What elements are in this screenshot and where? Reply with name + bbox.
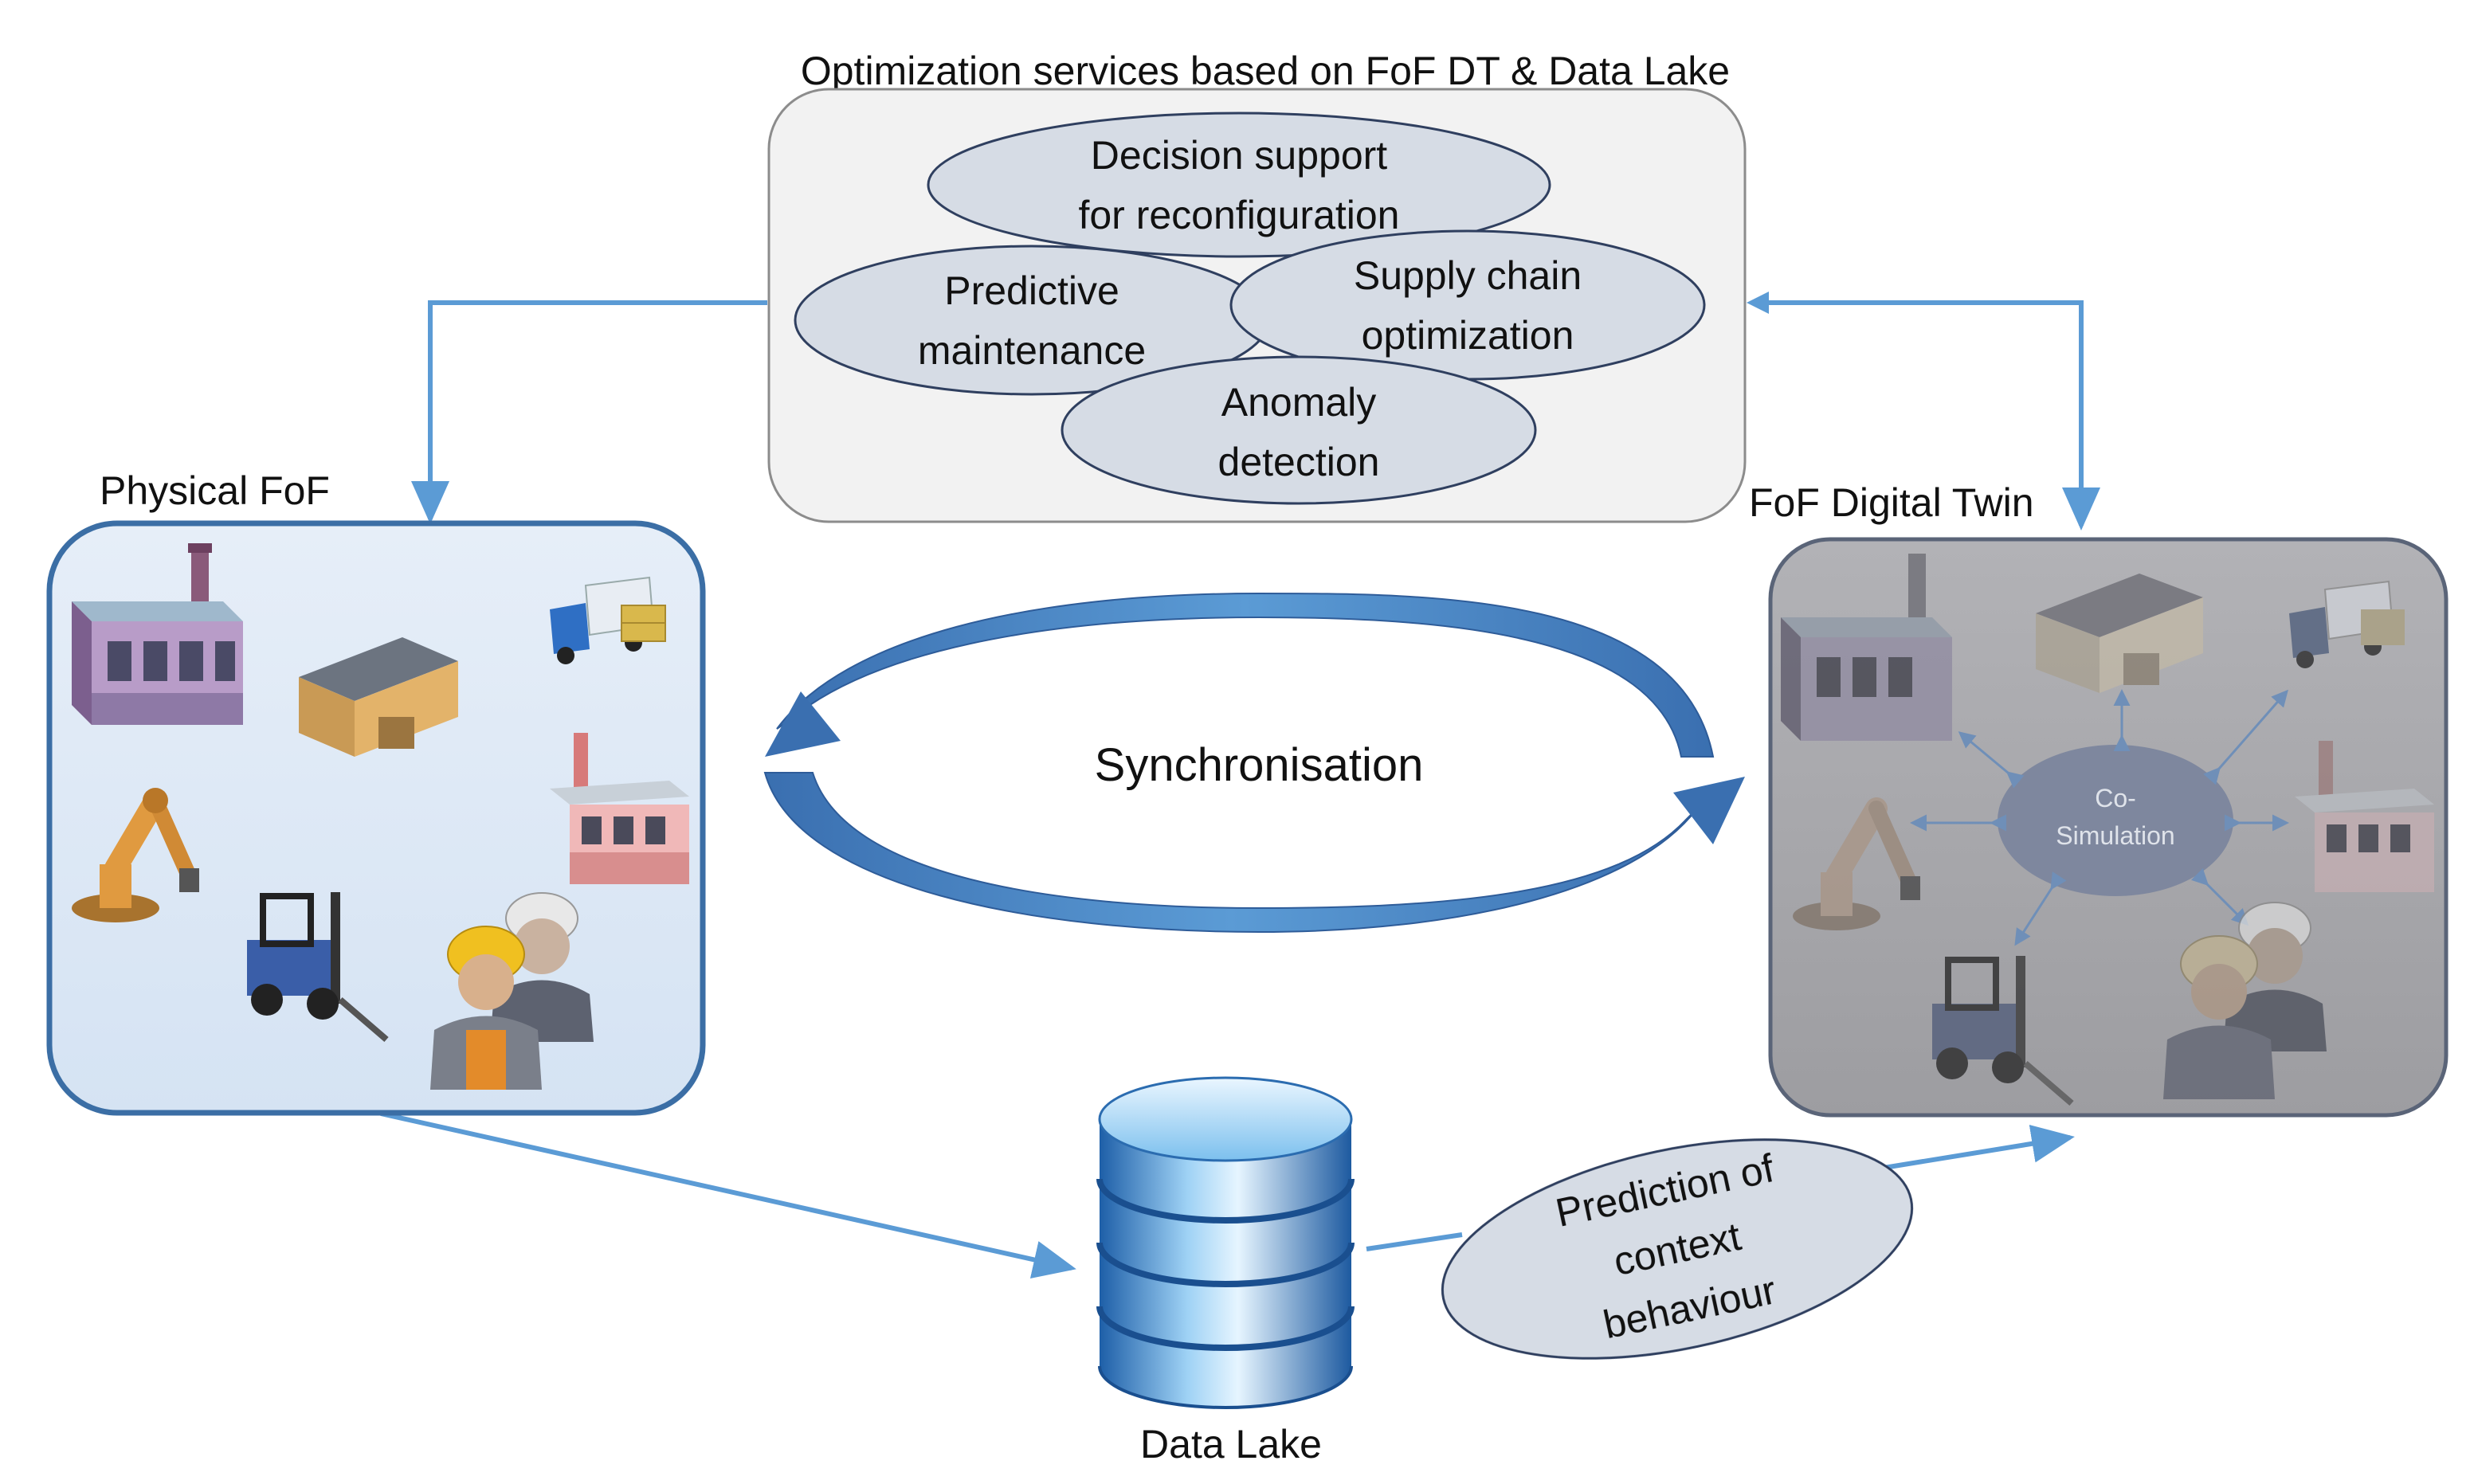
digital-twin-panel: FoF Digital Twin Co- Simulation <box>1749 480 2449 1118</box>
forklift-icon <box>1932 956 2074 1106</box>
service-decision-support: Decision support for reconfiguration <box>927 112 1551 258</box>
forklift-icon <box>247 892 389 1043</box>
service-anomaly-detection: Anomaly detection <box>1061 355 1537 505</box>
sync-arrowhead-left <box>765 691 841 757</box>
factory-icon <box>1781 554 1952 741</box>
warehouse-icon <box>2036 574 2203 693</box>
cosimulation-label: Simulation <box>2056 821 2174 850</box>
physical-to-datalake-arrow <box>380 1111 1076 1278</box>
services-title: Optimization services based on FoF DT & … <box>801 49 1730 93</box>
robot-arm-icon <box>72 788 199 922</box>
database-icon <box>1096 1076 1355 1409</box>
connector-arrows <box>380 292 2100 1278</box>
cosimulation-label: Co- <box>2095 784 2136 812</box>
twin-services-arrow <box>1753 300 2100 531</box>
workers-icon <box>430 892 594 1090</box>
truck-icon <box>550 576 666 664</box>
small-factory-icon <box>2295 741 2434 892</box>
service-predictive-maintenance: Predictive maintenance <box>794 245 1270 396</box>
physical-title: Physical FoF <box>100 468 330 513</box>
sync-arrow-top <box>776 592 1715 758</box>
sync-arrow-bottom <box>763 772 1698 934</box>
cosimulation-ellipse <box>1998 745 2233 896</box>
cosim-connectors <box>1910 689 2289 946</box>
prediction-node: Prediction of context behaviour <box>1441 1138 1914 1360</box>
twin-services-arrowhead <box>1747 292 1769 314</box>
synchronisation-label: Synchronisation <box>1095 739 1424 791</box>
datalake-to-prediction-line <box>1366 1232 1463 1251</box>
small-factory-icon <box>550 733 689 884</box>
service-label: Anomaly <box>1221 380 1377 425</box>
service-label: optimization <box>1362 313 1574 358</box>
service-ellipse <box>1061 355 1537 505</box>
workers-icon <box>2163 902 2327 1099</box>
synchronisation-cycle: Synchronisation <box>763 592 1745 934</box>
factory-icon <box>72 543 243 725</box>
service-label: Decision support <box>1091 133 1388 178</box>
service-label: for reconfiguration <box>1078 193 1399 237</box>
data-lake: Data Lake <box>1096 1076 1355 1466</box>
service-label: Supply chain <box>1354 253 1582 298</box>
prediction-ellipse <box>1441 1138 1914 1360</box>
robot-arm-icon <box>1793 797 1920 930</box>
truck-icon <box>2289 580 2405 668</box>
prediction-to-twin-arrow <box>1864 1125 2075 1173</box>
services-panel: Optimization services based on FoF DT & … <box>767 49 1747 523</box>
services-to-physical-arrow <box>411 300 767 524</box>
service-label: maintenance <box>918 328 1146 373</box>
sync-arrowhead-right <box>1673 777 1745 844</box>
service-label: Predictive <box>944 268 1119 313</box>
cosimulation-node: Co- Simulation <box>1998 745 2233 896</box>
service-supply-chain-optimization: Supply chain optimization <box>1229 229 1706 381</box>
service-ellipse <box>927 112 1551 258</box>
physical-fof-panel: Physical FoF <box>46 468 706 1116</box>
service-label: detection <box>1218 440 1380 484</box>
data-lake-label: Data Lake <box>1140 1422 1322 1466</box>
warehouse-icon <box>299 637 458 757</box>
twin-title: FoF Digital Twin <box>1749 480 2034 525</box>
twin-icons <box>1781 554 2434 1106</box>
